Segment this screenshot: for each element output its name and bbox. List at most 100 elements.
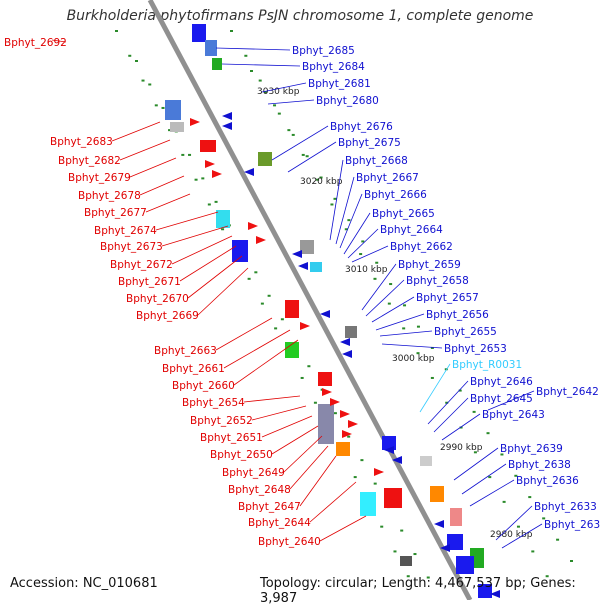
track-tick xyxy=(347,219,351,222)
leader-line-reverse xyxy=(271,125,329,161)
track-tick xyxy=(148,83,152,86)
gene-block xyxy=(232,240,248,262)
forward-gene-arrow xyxy=(256,236,266,244)
track-tick xyxy=(244,54,248,57)
gene-label-reverse: Bphyt_2638 xyxy=(508,459,571,471)
track-tick xyxy=(333,197,337,200)
track-tick xyxy=(445,401,449,404)
leader-line-forward xyxy=(299,455,337,507)
track-tick xyxy=(316,178,320,181)
reverse-gene-arrow xyxy=(320,310,330,318)
track-tick xyxy=(161,106,165,109)
track-tick xyxy=(273,104,277,107)
gene-label-reverse: Bphyt_2642 xyxy=(536,386,599,398)
track-tick xyxy=(430,346,434,349)
leader-line-reverse xyxy=(501,523,543,549)
kbp-scale-mark: 2980 kbp xyxy=(490,530,533,540)
track-tick xyxy=(274,327,278,330)
track-tick xyxy=(181,153,185,156)
track-tick xyxy=(188,153,192,156)
track-tick xyxy=(258,79,262,82)
track-tick xyxy=(430,376,434,379)
gene-block xyxy=(450,508,462,526)
kbp-scale-mark: 3000 kbp xyxy=(392,354,435,364)
track-tick xyxy=(154,104,158,107)
leader-line-reverse xyxy=(487,390,535,411)
track-tick xyxy=(201,177,205,180)
gene-label-reverse: Bphyt_2653 xyxy=(444,343,507,355)
track-tick xyxy=(319,176,323,179)
leader-line-reverse xyxy=(379,330,433,337)
leader-line-reverse xyxy=(365,279,405,317)
track-tick xyxy=(361,240,365,243)
gene-block xyxy=(336,442,350,456)
track-tick xyxy=(373,277,377,280)
leader-line-forward xyxy=(233,339,299,386)
forward-gene-arrow xyxy=(330,398,340,406)
track-tick xyxy=(360,459,364,462)
kbp-scale-mark: 3030 kbp xyxy=(257,87,300,97)
gene-label-reverse: Bphyt_2658 xyxy=(406,275,469,287)
accession-text: Accession: NC_010681 xyxy=(10,576,158,591)
leader-line-reverse xyxy=(441,413,481,441)
leader-line-reverse xyxy=(215,47,291,51)
track-tick xyxy=(305,155,309,158)
forward-gene-arrow xyxy=(322,388,332,396)
gene-label-forward: Bphyt_2640 xyxy=(258,536,321,548)
track-tick xyxy=(542,517,546,520)
reverse-gene-arrow xyxy=(340,338,350,346)
leader-line-reverse xyxy=(371,296,415,323)
reverse-gene-arrow xyxy=(392,456,402,464)
track-tick xyxy=(514,474,518,477)
forward-gene-arrow xyxy=(348,420,358,428)
gene-label-reverse: Bphyt_2684 xyxy=(302,61,365,73)
gene-label-forward: Bphyt_2692 xyxy=(4,37,67,49)
gene-block xyxy=(205,40,217,56)
leader-line-reverse xyxy=(351,245,389,263)
gene-label-reverse: Bphyt_2646 xyxy=(470,376,533,388)
kbp-scale-mark: 2990 kbp xyxy=(440,443,483,453)
gene-label-reverse: Bphyt_2636 xyxy=(516,475,579,487)
gene-block xyxy=(165,100,181,120)
gene-label-forward: Bphyt_2663 xyxy=(154,345,217,357)
gene-label-reverse: Bphyt_2645 xyxy=(470,393,533,405)
gene-block xyxy=(212,58,222,70)
leader-line-forward xyxy=(319,515,367,542)
gene-block xyxy=(170,122,184,132)
track-tick xyxy=(141,79,145,82)
track-tick xyxy=(313,401,317,404)
reverse-gene-arrow xyxy=(342,350,352,358)
leader-line-forward xyxy=(197,267,249,316)
track-tick xyxy=(416,352,420,355)
leader-line-forward xyxy=(243,395,301,403)
gene-block xyxy=(430,486,444,502)
leader-line-forward xyxy=(251,405,307,421)
map-title: Burkholderia phytofirmans PsJN chromosom… xyxy=(66,8,534,24)
gene-block xyxy=(420,456,432,466)
gene-label-reverse: Bphyt_2667 xyxy=(356,172,419,184)
leader-line-forward xyxy=(283,435,323,473)
leader-line-reverse xyxy=(287,141,337,173)
gene-label-forward: Bphyt_2670 xyxy=(126,293,189,305)
track-tick xyxy=(375,261,379,264)
track-tick xyxy=(221,228,225,231)
gene-block xyxy=(318,372,332,386)
gene-label-forward: Bphyt_2651 xyxy=(200,432,263,444)
gene-block xyxy=(310,262,322,272)
leader-line-forward xyxy=(155,211,219,231)
gene-label-forward: Bphyt_2677 xyxy=(84,207,147,219)
gene-block xyxy=(456,556,474,574)
gene-label-forward: Bphyt_2673 xyxy=(100,241,163,253)
gene-label-forward: Bphyt_2647 xyxy=(238,501,301,513)
leader-line-forward xyxy=(139,175,185,196)
gene-label-reverse: Bphyt_2668 xyxy=(345,155,408,167)
leader-line-forward xyxy=(161,225,229,247)
track-tick xyxy=(287,129,291,132)
track-tick xyxy=(263,91,267,94)
forward-gene-arrow xyxy=(374,468,384,476)
leader-line-reverse xyxy=(495,505,533,541)
gene-label-rna: Bphyt_R0031 xyxy=(452,359,522,371)
forward-gene-arrow xyxy=(190,118,200,126)
gene-label-reverse: Bphyt_2655 xyxy=(434,326,497,338)
gene-block xyxy=(318,404,334,444)
